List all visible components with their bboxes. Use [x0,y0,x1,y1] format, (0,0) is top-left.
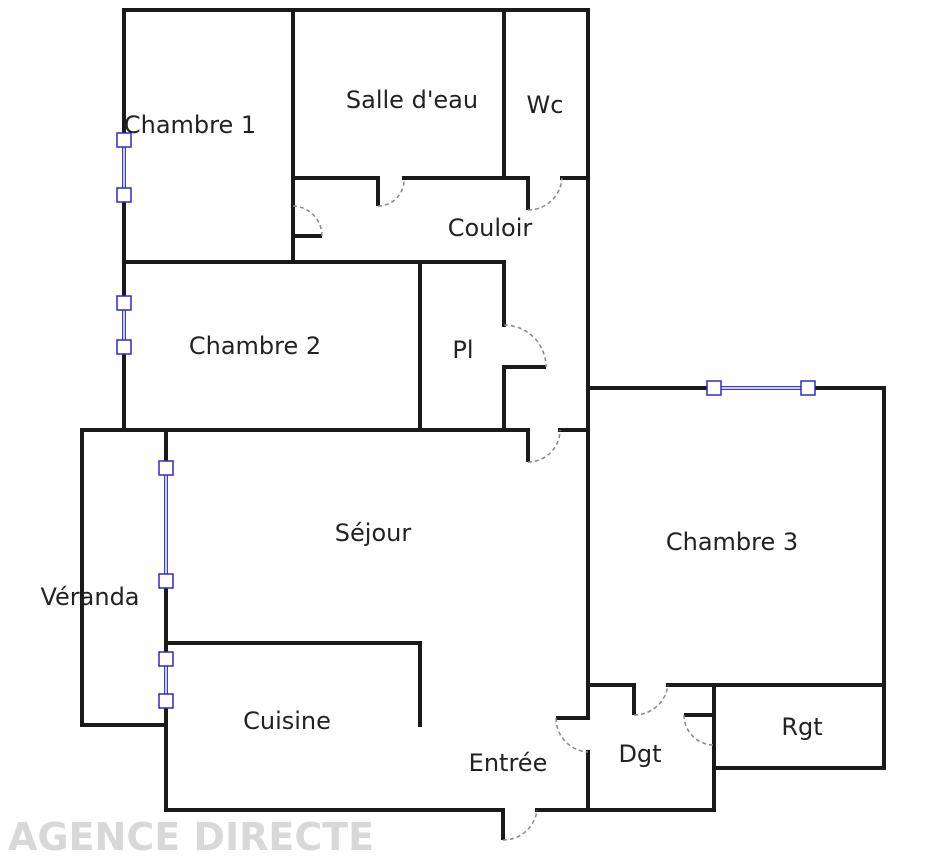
label-chambre-3: Chambre 3 [666,528,798,556]
label-rgt: Rgt [781,713,822,741]
label-wc: Wc [527,91,564,119]
label-salle-deau: Salle d'eau [346,86,478,114]
label-pl: Pl [452,336,473,364]
label-couloir: Couloir [448,214,533,242]
windows [116,132,816,709]
label-veranda: Véranda [40,583,139,611]
label-sejour: Séjour [335,519,412,547]
doors [292,177,715,841]
watermark: AGENCE DIRECTE [8,815,374,857]
label-chambre-2: Chambre 2 [189,332,321,360]
label-dgt: Dgt [618,740,661,768]
label-chambre-1: Chambre 1 [124,111,256,139]
label-cuisine: Cuisine [243,707,331,735]
room-labels: Chambre 1 Salle d'eau Wc Couloir Chambre… [40,86,822,777]
label-entree: Entrée [469,749,548,777]
